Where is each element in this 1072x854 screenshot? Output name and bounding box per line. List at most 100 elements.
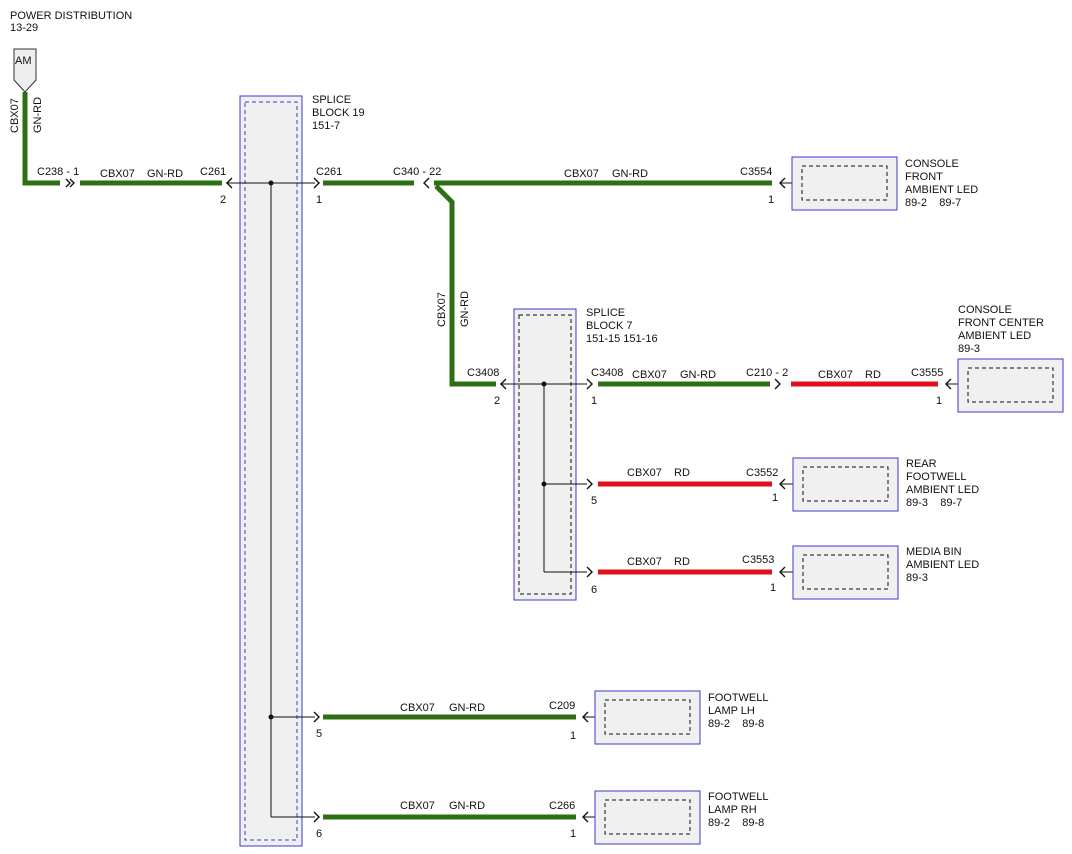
rear-footwell-ambient-led-box (792, 457, 899, 512)
c238-chevron-b (69, 178, 75, 188)
splice-block-19-label-1: SPLICE (312, 94, 351, 106)
console-front-ambient-led-inner (801, 165, 888, 201)
wire-c340-c3554-color: GN-RD (612, 168, 648, 180)
footwell-rh-label-2: LAMP RH (708, 804, 757, 816)
c238-chevron-a (65, 178, 71, 188)
console-front-center-label-2: FRONT CENTER (958, 317, 1044, 329)
wire-am-to-c238 (22, 92, 60, 186)
console-front-center-ref: 89-3 (958, 343, 980, 355)
footwell-lh-label-2: LAMP LH (708, 705, 755, 717)
console-front-ref: 89-2 89-7 (905, 197, 961, 209)
c3553-label: C3553 (742, 554, 774, 566)
c3408-left-chevron (500, 378, 507, 390)
c210-chevron (774, 378, 781, 390)
media-bin-label-1: MEDIA BIN (906, 546, 962, 558)
splice-block-7-outer (513, 308, 577, 601)
splice-19-node-top (268, 180, 274, 186)
am-tag-shape (13, 48, 37, 93)
green-wires (22, 92, 772, 820)
wire-c3553-color: RD (674, 556, 690, 568)
component-boxes (594, 156, 1064, 845)
splice19-pin5-chevron (313, 711, 320, 723)
rear-footwell-label-2: FOOTWELL (906, 471, 967, 483)
c3555-pin: 1 (936, 395, 942, 407)
wire-c266-color: GN-RD (449, 800, 485, 812)
wire-c3408-c210-color: GN-RD (680, 369, 716, 381)
footwell-lh-label-1: FOOTWELL (708, 692, 769, 704)
wire-c238-c261-circuit: CBX07 (100, 168, 135, 180)
wire-c238-c261-color: GN-RD (147, 168, 183, 180)
console-front-label-3: AMBIENT LED (905, 184, 978, 196)
splice7-pin6-chevron (586, 566, 593, 578)
c3408-right-label: C3408 (591, 367, 623, 379)
splice-block-7-inner (518, 314, 572, 595)
c3553-pin: 1 (770, 582, 776, 594)
splice7-pin5: 5 (591, 495, 597, 507)
c3552-pin: 1 (772, 492, 778, 504)
console-front-center-ambient-led-box (957, 358, 1064, 413)
splice19-pin5: 5 (316, 728, 322, 740)
c261-right-pin: 1 (316, 194, 322, 206)
c209-pin: 1 (570, 730, 576, 742)
wire-c209-circuit: CBX07 (400, 702, 435, 714)
c340-label: C340 - 22 (393, 166, 441, 178)
rear-footwell-label-3: AMBIENT LED (906, 484, 979, 496)
footwell-lamp-rh-box (594, 790, 701, 845)
console-front-ambient-led-box (791, 156, 898, 211)
wire-c3552-color: RD (674, 467, 690, 479)
console-front-center-label-3: AMBIENT LED (958, 330, 1031, 342)
power-distribution-ref: 13-29 (10, 22, 38, 34)
c3554-pin: 1 (768, 194, 774, 206)
c261-left-chevron (226, 177, 233, 189)
c238-label: C238 - 1 (37, 166, 79, 178)
media-bin-ref: 89-3 (906, 572, 928, 584)
splice-block-7-ref: 151-15 151-16 (586, 333, 658, 345)
c3408-left-label: C3408 (467, 367, 499, 379)
splice-block-19-label-2: BLOCK 19 (312, 107, 365, 119)
branch-wire-color-label: GN-RD (459, 291, 471, 327)
c209-label: C209 (549, 700, 575, 712)
splice-7-node-mid (541, 481, 547, 487)
c3554-label: C3554 (740, 166, 772, 178)
wire-c210-c3555-color: RD (865, 369, 881, 381)
c340-chevron (423, 177, 430, 189)
splice7-pin5-chevron (586, 478, 593, 490)
rear-footwell-ref: 89-3 89-7 (906, 497, 962, 509)
media-bin-ambient-led-box (792, 545, 899, 600)
splice-block-7-label-1: SPLICE (586, 307, 625, 319)
splice-19-node-mid (268, 714, 274, 720)
c3552-label: C3552 (746, 467, 778, 479)
footwell-lamp-lh-box (594, 690, 701, 745)
wire-c266-circuit: CBX07 (400, 800, 435, 812)
console-front-label-1: CONSOLE (905, 158, 959, 170)
am-wire-circuit-label: CBX07 (9, 98, 21, 133)
am-wire-color-label: GN-RD (32, 97, 44, 133)
footwell-lamp-rh-inner (604, 799, 691, 835)
console-front-center-label-1: CONSOLE (958, 304, 1012, 316)
media-bin-label-2: AMBIENT LED (906, 559, 979, 571)
branch-wire-circuit-label: CBX07 (436, 292, 448, 327)
footwell-lh-ref: 89-2 89-8 (708, 718, 764, 730)
c261-right-label: C261 (316, 166, 342, 178)
c266-pin: 1 (570, 828, 576, 840)
c210-label: C210 - 2 (746, 367, 788, 379)
wire-c3552-circuit: CBX07 (627, 467, 662, 479)
footwell-rh-label-1: FOOTWELL (708, 791, 769, 803)
rear-footwell-ambient-led-inner (802, 466, 889, 502)
wire-c3553-circuit: CBX07 (627, 556, 662, 568)
c3408-right-pin: 1 (591, 395, 597, 407)
c3408-right-chevron (586, 378, 593, 390)
c3408-left-pin: 2 (494, 395, 500, 407)
c266-label: C266 (549, 800, 575, 812)
wire-c209-color: GN-RD (449, 702, 485, 714)
wire-c3408-c210-circuit: CBX07 (632, 369, 667, 381)
c261-right-chevron (313, 177, 320, 189)
splice-7-node-top (541, 381, 547, 387)
wire-c210-c3555-circuit: CBX07 (818, 369, 853, 381)
wire-c340-c3554-circuit: CBX07 (564, 168, 599, 180)
footwell-lamp-lh-inner (604, 699, 691, 735)
c261-left-label: C261 (200, 166, 226, 178)
rear-footwell-label-1: REAR (906, 458, 937, 470)
splice19-pin6-chevron (313, 811, 320, 823)
